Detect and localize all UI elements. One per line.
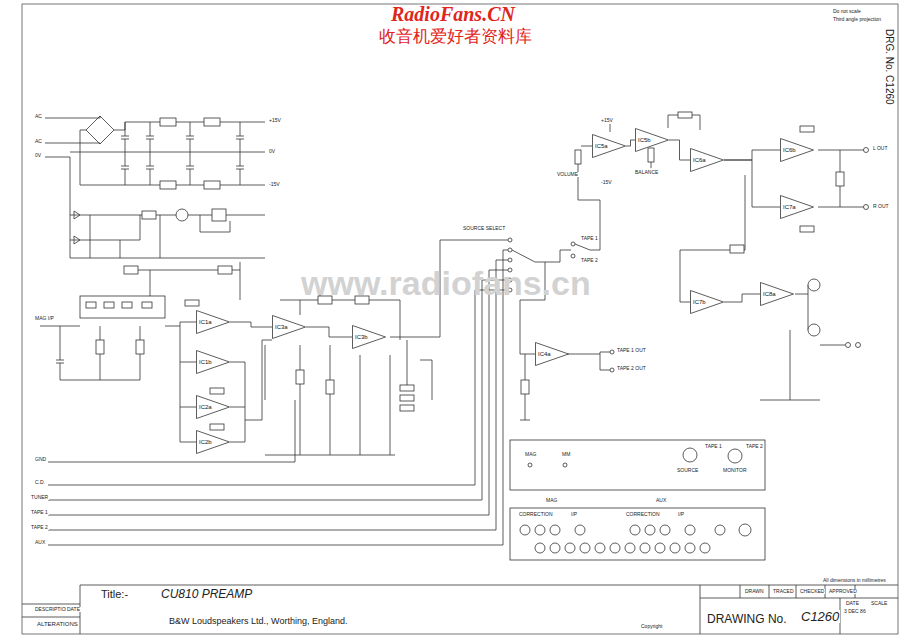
schematic-label: CORRECTION — [625, 512, 661, 517]
schematic-label: CHECKED — [799, 589, 825, 594]
schematic-label: +15V — [600, 118, 614, 123]
schematic-label: MAG — [524, 452, 537, 457]
opamp-label: IC5b — [635, 137, 651, 143]
opamp-label: IC8a — [760, 291, 776, 297]
signal-wire — [669, 140, 690, 160]
opamp-label: IC6a — [690, 157, 706, 163]
schematic-label: +15V — [268, 118, 282, 123]
schematic-label: I/P — [570, 512, 578, 517]
opamp-label: IC2b — [196, 439, 212, 445]
schematic-label: 0V — [268, 149, 276, 154]
opamp-node: IC5b — [635, 128, 669, 152]
signal-wire — [230, 322, 272, 327]
schematic-label: TRACED — [772, 589, 795, 594]
signal-wire — [724, 150, 780, 160]
schematic-label: AC — [34, 139, 43, 144]
schematic-label: DESCRIPTION — [34, 607, 70, 612]
opamp-label: IC7b — [690, 299, 706, 305]
schematic-label: TAPE 2 — [580, 258, 599, 263]
signal-wire — [724, 160, 780, 207]
schematic-label: TAPE 1 — [30, 510, 49, 515]
schematic-label: CORRECTION — [518, 512, 554, 517]
schematic-label: SOURCE — [676, 468, 699, 473]
opamp-label: IC7a — [780, 204, 796, 210]
opamp-node: IC7a — [780, 195, 814, 219]
opamp-node: IC8a — [760, 282, 794, 306]
schematic-label: DRAWN — [744, 589, 765, 594]
schematic-label: 收音机爱好者资料库 — [378, 28, 533, 45]
schematic-label: L OUT — [872, 146, 889, 151]
opamp-node: IC5a — [592, 134, 626, 158]
schematic-label: BALANCE — [634, 170, 659, 175]
opamp-node: IC6b — [780, 138, 814, 162]
opamp-node: IC6a — [690, 148, 724, 172]
schematic-label: C1260 — [800, 610, 840, 623]
schematic-label: TUNER — [30, 495, 49, 500]
schematic-label: TAPE 1 — [704, 444, 723, 449]
opamp-node: IC2a — [196, 395, 230, 419]
schematic-label: SOURCE SELECT — [462, 226, 506, 231]
schematic-label: Do not scale — [832, 9, 862, 14]
schematic-label: AUX — [34, 540, 46, 545]
schematic-label: B&W Loudspeakers Ltd., Worthing, England… — [168, 617, 348, 626]
schematic-label: VOLUME — [556, 172, 579, 177]
signal-wire — [626, 140, 635, 146]
schematic-label: All dimensions in millimetres — [822, 578, 887, 583]
schematic-label: MAG I/P — [34, 316, 55, 321]
schematic-label: ALTERATIONS — [36, 621, 79, 627]
schematic-label: DRG. No. C1260 — [884, 28, 894, 106]
schematic-label: Copyright — [640, 624, 663, 629]
schematic-label: MONITOR — [722, 468, 748, 473]
schematic-label: DATE — [845, 601, 860, 606]
schematic-label: TAPE 2 — [745, 444, 764, 449]
opamp-label: IC1a — [196, 319, 212, 325]
schematic-label: APPROVED — [828, 589, 858, 594]
schematic-label: DRAWING No. — [706, 613, 788, 625]
schematic-label: MAG — [545, 498, 558, 503]
schematic-label: CU810 PREAMP — [160, 588, 253, 600]
opamp-node: IC4a — [535, 342, 569, 366]
opamp-label: IC3b — [352, 334, 368, 340]
opamp-label: IC1b — [196, 359, 212, 365]
schematic-label: TAPE 2 — [30, 525, 49, 530]
schematic-label: -15V — [600, 180, 613, 185]
schematic-label: RadioFans.CN — [390, 4, 516, 24]
schematic-label: SCALE — [870, 601, 888, 606]
opamp-label: IC4a — [535, 351, 551, 357]
opamp-node: IC3b — [352, 325, 386, 349]
schematic-label: C.D. — [34, 480, 46, 485]
schematic-label: AUX — [655, 498, 667, 503]
opamp-node: IC2b — [196, 430, 230, 454]
opamp-label: IC3a — [272, 324, 288, 330]
schematic-label: TAPE 1 — [580, 236, 599, 241]
schematic-label: -15V — [268, 182, 281, 187]
opamp-label: IC5a — [592, 143, 608, 149]
opamp-node: IC3a — [272, 315, 306, 339]
schematic-label: AC — [34, 114, 43, 119]
schematic-label: TAPE 1 OUT — [616, 348, 647, 353]
opamp-node: IC1b — [196, 350, 230, 374]
schematic-label: 0V — [34, 153, 42, 158]
signal-wire — [306, 327, 352, 337]
schematic-label: Title:- — [100, 589, 129, 600]
opamp-label: IC6b — [780, 147, 796, 153]
schematic-label: R OUT — [872, 204, 890, 209]
signal-wire — [724, 294, 760, 302]
opamp-label: IC2a — [196, 404, 212, 410]
schematic-label: TAPE 2 OUT — [616, 366, 647, 371]
schematic-label: 3 DEC 86 — [843, 609, 867, 614]
watermark: www.radiofans.cn — [300, 266, 592, 300]
schematic-label: DATE — [66, 607, 81, 612]
opamp-node: IC1a — [196, 310, 230, 334]
schematic-label: I/P — [677, 512, 685, 517]
schematic-label: Third angle projection — [832, 17, 882, 22]
schematic-label: GND — [34, 457, 47, 462]
opamp-node: IC7b — [690, 290, 724, 314]
schematic-label: MM — [561, 452, 571, 457]
